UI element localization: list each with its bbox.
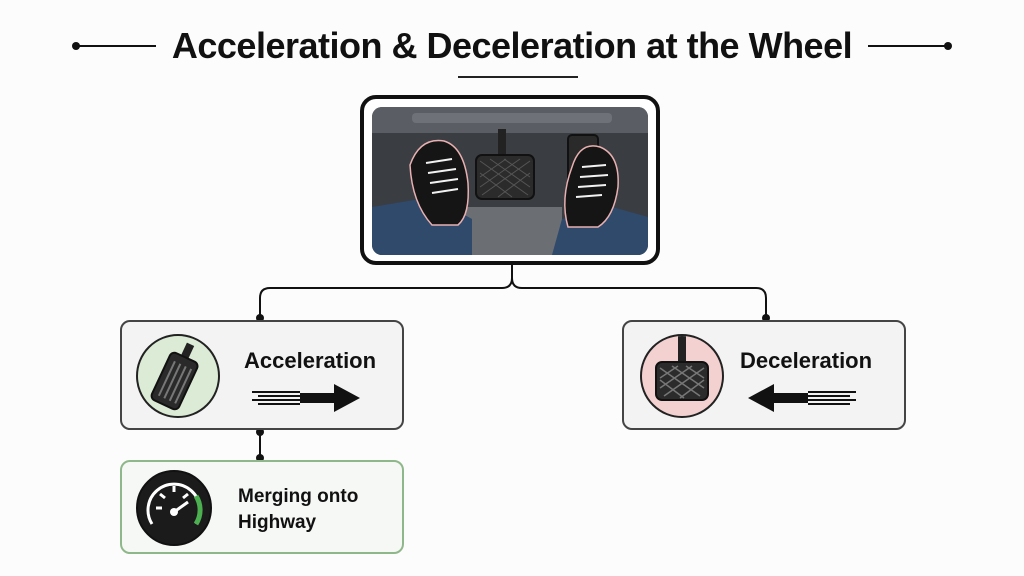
deceleration-label: Deceleration <box>740 348 873 373</box>
page-title: Acceleration & Deceleration at the Wheel <box>171 25 853 66</box>
deceleration-card: Deceleration <box>622 320 906 430</box>
pedal-photo-frame <box>360 95 660 265</box>
feet-on-pedals-illustration <box>372 107 648 255</box>
acceleration-label: Acceleration <box>244 348 377 373</box>
arrow-left-icon <box>748 384 856 412</box>
title-rule-right <box>868 42 953 50</box>
merging-card: Merging onto Highway <box>120 460 404 554</box>
title-row: Acceleration & Deceleration at the Wheel <box>0 22 1024 70</box>
brake-pedal-icon <box>640 334 724 418</box>
gas-pedal-icon <box>136 334 220 418</box>
connector-right <box>511 277 767 318</box>
title-rule-left <box>71 42 156 50</box>
title-underline <box>458 76 578 78</box>
acceleration-card: Acceleration <box>120 320 404 430</box>
connector-dot-accel-bottom <box>256 428 264 436</box>
merging-label: Merging onto Highway <box>238 486 359 533</box>
connector-trunk <box>259 265 513 318</box>
arrow-right-icon <box>252 384 360 412</box>
speedometer-icon <box>136 470 212 546</box>
